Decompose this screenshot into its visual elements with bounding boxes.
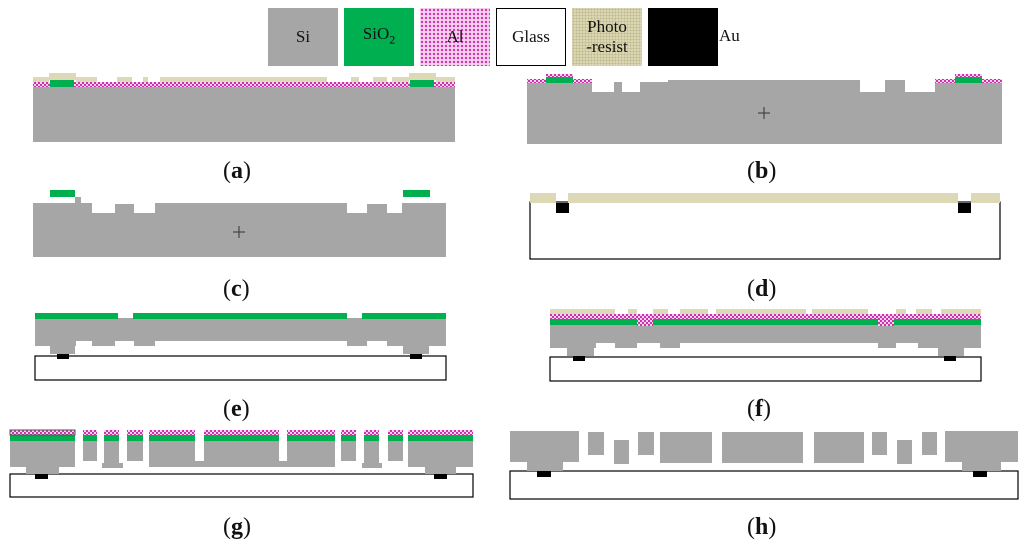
legend-au-label: Au: [719, 26, 740, 45]
legend-photoresist-line1: Photo: [587, 17, 627, 36]
sio2-layer: [35, 313, 446, 319]
step-d-diagram: [529, 193, 1001, 260]
legend-photoresist: Photo -resist: [572, 8, 642, 66]
si-anchor-right: [945, 431, 1018, 471]
crosshair-mark: [233, 226, 245, 238]
step-b-diagram: [527, 74, 1002, 144]
au-pad: [556, 203, 569, 213]
legend-glass: Glass: [496, 8, 566, 66]
al-window: [637, 316, 653, 326]
caption-d: (d): [747, 276, 777, 302]
glass-substrate: [529, 201, 1001, 260]
si-wafer: [33, 86, 455, 142]
sio2-layer: [550, 319, 981, 325]
si-bonded-wafer: [550, 325, 981, 356]
au-pad: [573, 356, 585, 361]
glass-substrate: [549, 356, 982, 382]
si-suspended-beams: [83, 440, 403, 468]
legend-glass-label: Glass: [512, 27, 550, 46]
au-pad: [35, 474, 48, 479]
legend-sio2: SiO2: [344, 8, 414, 66]
si-anchor-left: [10, 440, 75, 474]
al-cap: [546, 74, 573, 77]
legend-al-label: Al: [446, 27, 464, 46]
sio2-pad: [546, 76, 573, 83]
crosshair-mark: [758, 107, 770, 119]
al-window: [878, 316, 894, 326]
au-pad: [410, 354, 422, 359]
au-pad: [973, 471, 987, 477]
legend-al: Al: [420, 8, 490, 66]
photoresist-pattern: [550, 309, 981, 314]
au-pad: [537, 471, 551, 477]
al-layer: [550, 314, 981, 319]
step-e-diagram: [34, 313, 447, 381]
au-pad: [958, 203, 971, 213]
photoresist-pattern: [530, 193, 1000, 203]
sio2-pad: [50, 80, 74, 87]
step-a-diagram: [33, 73, 455, 142]
legend-si: Si: [268, 8, 338, 66]
sio2-pad: [50, 190, 75, 197]
legend-au: [648, 8, 718, 66]
legend-si-label: Si: [295, 27, 311, 46]
caption-a: (a): [223, 158, 251, 184]
si-released-structures: [588, 432, 937, 464]
sio2-pad: [410, 80, 434, 87]
photoresist-pattern: [33, 73, 455, 82]
al-cap: [955, 74, 982, 77]
au-pad: [434, 474, 447, 479]
caption-h: (h): [747, 514, 777, 540]
legend-photoresist-line2: -resist: [586, 37, 628, 56]
step-c-diagram: [33, 190, 446, 257]
step-h-diagram: [509, 431, 1019, 500]
caption-f: (f): [747, 396, 771, 422]
au-pad: [944, 356, 956, 361]
sio2-pad: [955, 76, 982, 83]
caption-g: (g): [223, 514, 251, 540]
al-layer: [33, 82, 455, 87]
al-layer: [10, 430, 473, 435]
step-f-diagram: [549, 309, 982, 382]
au-pad: [57, 354, 69, 359]
sio2-layer: [10, 435, 473, 441]
si-bonded-wafer: [35, 318, 446, 354]
glass-substrate: [509, 470, 1019, 500]
si-anchor-right: [408, 440, 473, 474]
caption-c: (c): [223, 276, 250, 302]
photoresist-outline: [9, 429, 76, 436]
glass-substrate: [9, 473, 474, 498]
step-g-diagram: [9, 429, 474, 498]
si-anchor-left: [510, 431, 579, 471]
caption-e: (e): [223, 396, 250, 422]
legend-sio2-label: SiO2: [362, 24, 396, 47]
glass-substrate: [34, 355, 447, 381]
caption-b: (b): [747, 158, 777, 184]
sio2-pad: [403, 190, 430, 197]
